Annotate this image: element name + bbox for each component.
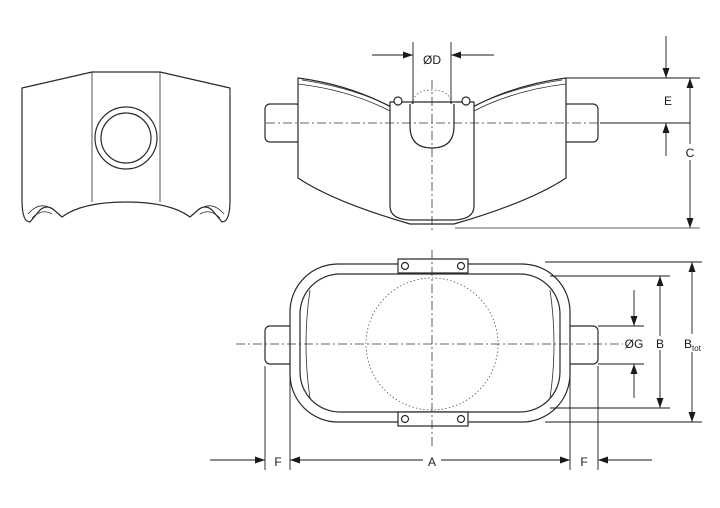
side-view — [21, 71, 231, 223]
top-clamp-bolt-bottom-right — [456, 414, 466, 424]
side-view-boss-inner — [100, 112, 152, 164]
top-clamp-bolt-top-left — [400, 261, 410, 271]
label-g: ØG — [625, 337, 644, 351]
dim-g: ØG — [598, 290, 647, 398]
dim-a-f: A F F — [210, 362, 652, 470]
label-d: ØD — [423, 53, 441, 67]
dim-d: ØD — [372, 42, 494, 104]
front-clamp-bolt-right — [461, 96, 471, 106]
top-view — [236, 250, 636, 446]
front-clamp-bolt-left — [393, 96, 403, 106]
label-c: C — [686, 146, 695, 160]
label-b: B — [656, 337, 664, 351]
front-saddle-wing-right — [471, 83, 567, 113]
dim-b: B — [550, 275, 670, 409]
top-right-pin — [565, 325, 599, 365]
label-e: E — [664, 94, 672, 108]
side-view-lower-lip — [27, 205, 225, 215]
front-saddle-wing-right-2 — [465, 79, 563, 111]
label-a: A — [428, 455, 436, 469]
dimensions: ØD E C ØG — [210, 36, 714, 470]
side-view-lower-lip-inner — [31, 211, 221, 219]
front-view — [264, 77, 700, 232]
front-saddle-wing-left-2 — [301, 79, 399, 111]
label-f-right: F — [580, 455, 587, 469]
front-saddle-wing-left — [297, 83, 393, 113]
top-clamp-bolt-top-right — [456, 261, 466, 271]
front-shaft-hidden — [411, 89, 453, 105]
label-btot: Btot — [684, 337, 702, 353]
dim-e: E — [566, 36, 700, 156]
dim-btot: Btot — [545, 261, 714, 423]
label-f-left: F — [274, 455, 281, 469]
top-right-channel — [549, 289, 555, 399]
top-clamp-plate-top — [397, 258, 469, 274]
top-clamp-bolt-bottom-left — [400, 414, 410, 424]
top-outer-frame — [289, 263, 571, 423]
dim-c: C — [681, 78, 699, 228]
top-clamp-plate-bottom — [397, 411, 469, 427]
